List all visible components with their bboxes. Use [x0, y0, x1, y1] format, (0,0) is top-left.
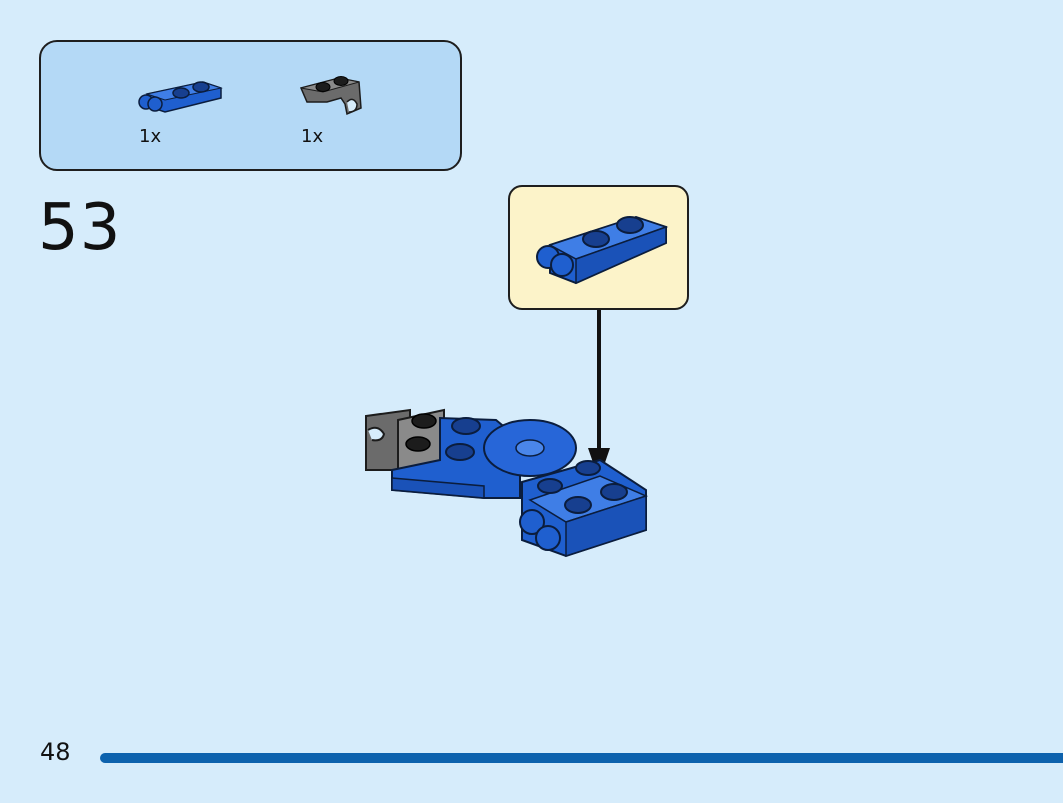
- part-blue-clip-plate: [137, 76, 227, 116]
- sub-assembly-callout: [508, 185, 689, 310]
- callout-blue-clip-plate-icon: [536, 215, 669, 285]
- step-number: 53: [38, 191, 122, 265]
- part-quantity: 1x: [301, 126, 324, 147]
- blue-main-plate-model: [391, 416, 577, 499]
- parts-list-box: 1x 1x: [39, 40, 462, 171]
- blue-clip-plate-icon: [138, 81, 223, 113]
- part-grey-clip-plate: [299, 68, 371, 118]
- page-number: 48: [40, 738, 71, 766]
- grey-clip-plate-icon: [299, 76, 362, 116]
- progress-bar: [100, 753, 1063, 763]
- part-quantity: 1x: [139, 126, 162, 147]
- grey-clip-plate-model: [365, 408, 445, 472]
- blue-clip-plate-model: [519, 458, 649, 558]
- progress-bar-fill: [100, 753, 1063, 763]
